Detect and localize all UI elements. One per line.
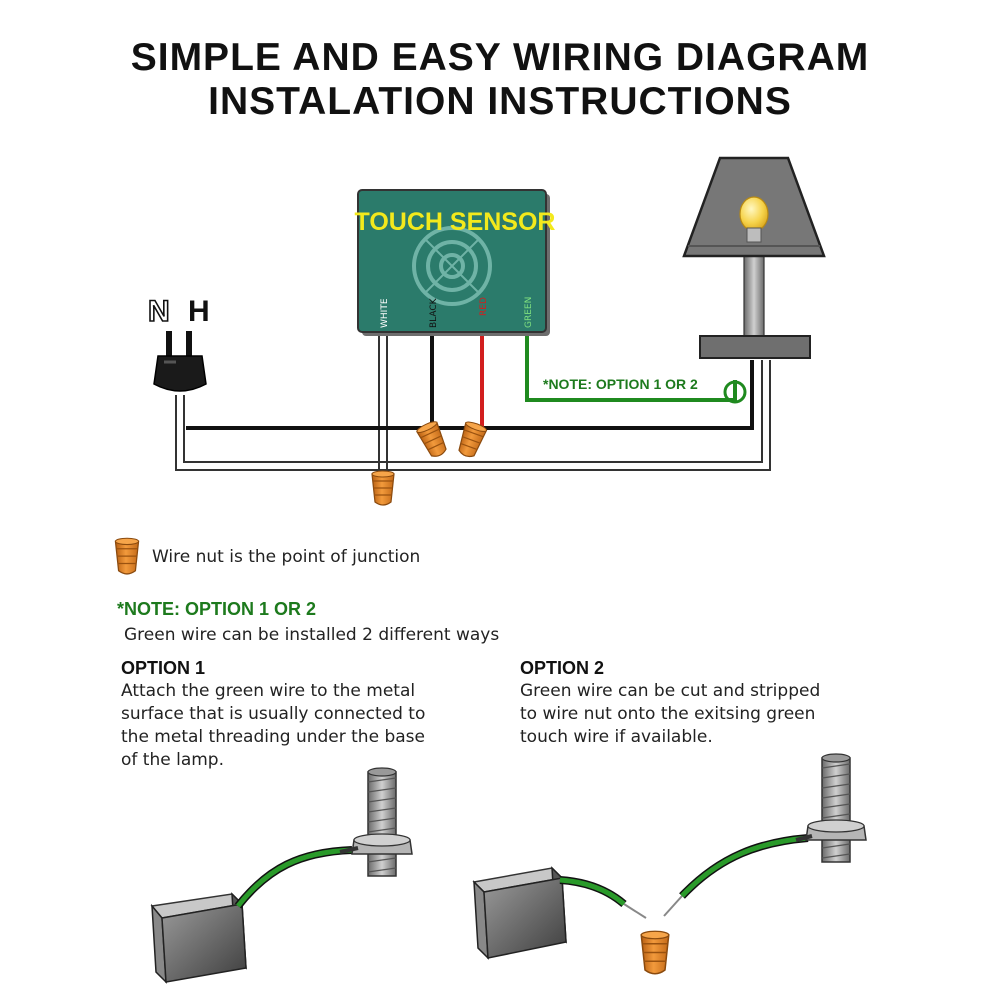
lamp-icon <box>682 156 826 359</box>
touch-sensor-label: TOUCH SENSOR <box>355 208 556 236</box>
legend-text: Wire nut is the point of junction <box>152 547 421 567</box>
plug-label-n: N <box>148 295 170 328</box>
option2-line: touch wire if available. <box>520 727 713 747</box>
note-subtitle: Green wire can be installed 2 different … <box>124 625 500 645</box>
touch-target-icon <box>412 226 492 306</box>
option2-illustration <box>472 753 867 975</box>
wire-nut-icon <box>640 930 670 975</box>
sensor-box-icon <box>150 892 247 984</box>
threaded-rod-icon <box>339 767 413 877</box>
diagram-note: *NOTE: OPTION 1 OR 2 <box>543 376 698 392</box>
wire-nut-icon <box>415 419 451 461</box>
note-title: *NOTE: OPTION 1 OR 2 <box>117 599 317 619</box>
option1-line: surface that is usually connected to <box>121 704 426 724</box>
option1-title: OPTION 1 <box>121 658 206 678</box>
wires <box>175 335 771 471</box>
option1-line: of the lamp. <box>121 750 224 770</box>
option1-description: Attach the green wire to the metal surfa… <box>121 680 425 772</box>
wire-nut-icon <box>371 470 395 506</box>
title-line-2: INSTALATION INSTRUCTIONS <box>208 80 792 123</box>
title-line-1: SIMPLE AND EASY WIRING DIAGRAM <box>130 36 870 79</box>
option2-title: OPTION 2 <box>520 658 605 678</box>
plug-icon <box>153 331 207 392</box>
sensor-box-icon <box>472 866 567 960</box>
option1-line: the metal threading under the base <box>121 727 425 747</box>
wire-label-green: GREEN <box>524 297 534 328</box>
plug-label-h: H <box>188 295 210 328</box>
wire-label-black: BLACK <box>429 297 439 328</box>
wire-label-white: WHITE <box>380 298 390 328</box>
threaded-rod-icon <box>795 753 867 863</box>
option1-line: Attach the green wire to the metal <box>121 681 416 701</box>
touch-sensor-box <box>357 189 550 336</box>
wire-label-red: RED <box>479 297 489 316</box>
legend-wire-nut-icon <box>114 537 140 575</box>
option2-description: Green wire can be cut and stripped to wi… <box>520 680 820 749</box>
option2-line: Green wire can be cut and stripped <box>520 681 821 701</box>
option2-line: to wire nut onto the exitsing green <box>520 704 816 724</box>
option1-illustration <box>150 767 413 984</box>
bulb-icon <box>739 196 769 243</box>
